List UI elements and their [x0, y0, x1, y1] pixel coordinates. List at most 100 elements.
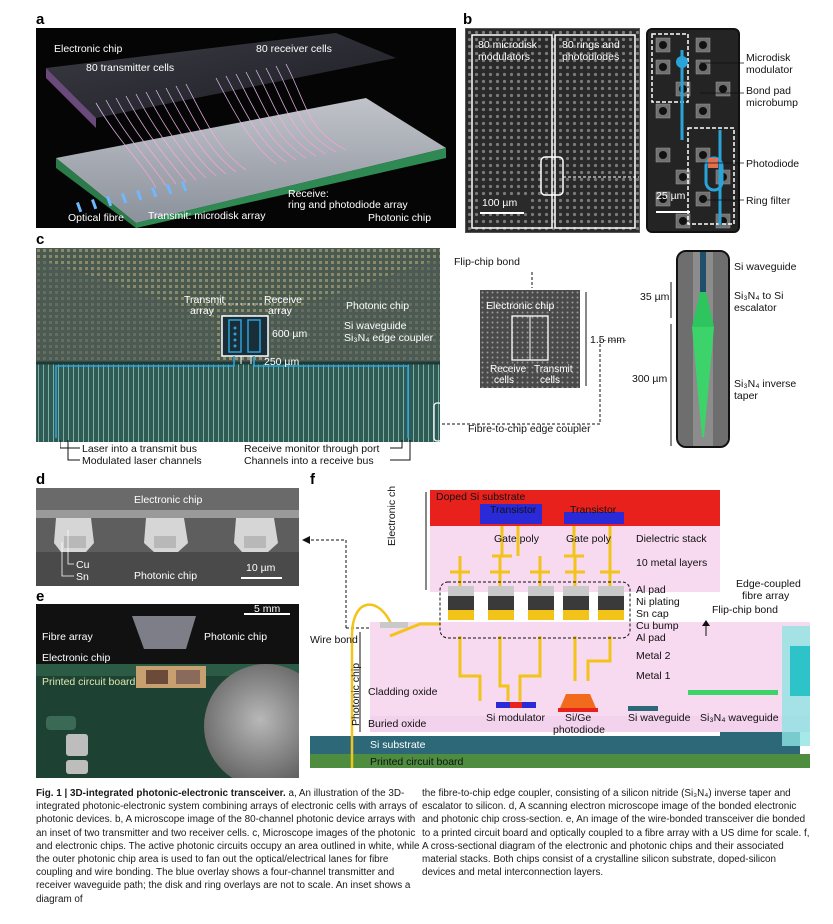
panel-a-illustration: Electronic chip 80 transmitter cells 80 …: [36, 28, 456, 228]
label-dim-600: 600 µm: [272, 328, 308, 340]
label-rings: 80 rings and: [562, 39, 620, 51]
label-si-waveguide-c: Si waveguide: [344, 320, 407, 332]
panel-label-f: f: [310, 471, 315, 488]
label-si-substrate: Si substrate: [370, 739, 426, 751]
panel-b-micrograph: 80 microdisk modulators 80 rings and pho…: [465, 28, 640, 233]
sin-waveguide-shape: [688, 690, 778, 695]
label-cu: Cu: [76, 559, 90, 571]
label-dielectric: Dielectric stack: [636, 533, 707, 545]
label-scale-10: 10 µm: [246, 562, 276, 574]
photodiode-shape: [560, 694, 596, 708]
cladding-oxide: [370, 622, 810, 732]
label-si-modulator: Si modulator: [486, 712, 545, 724]
label-receive-2: ring and photodiode array: [288, 199, 408, 211]
si-waveguide-core: [700, 252, 706, 292]
label-cladding-oxide: Cladding oxide: [368, 686, 438, 698]
panel-f-cross-section: Doped Si substrate Transistor Transistor…: [310, 486, 810, 778]
pcb-layer: [310, 754, 810, 768]
label-taper-escalator-2: escalator: [734, 302, 777, 314]
board-photo: [36, 604, 299, 778]
flip-chip-outline: [439, 581, 631, 639]
taper-diagram: [678, 252, 728, 446]
panel-label-e: e: [36, 588, 45, 605]
label-gate-poly-2: Gate poly: [566, 533, 611, 545]
label-receiver-cells: 80 receiver cells: [256, 43, 332, 55]
label-buried-oxide: Buried oxide: [368, 718, 427, 730]
label-dim-250: 250 µm: [264, 356, 300, 368]
label-fibre-coupler: Fibre-to-chip edge coupler: [468, 423, 591, 435]
channel-brackets: [60, 440, 411, 461]
label-al-pad: Al pad: [636, 584, 666, 596]
panel-label-a: a: [36, 11, 45, 28]
label-transistor: Transistor: [490, 504, 537, 516]
edge-coupler-dashed-link: [442, 340, 626, 425]
electronic-chip-top: [46, 33, 396, 118]
cell-inset-image: [648, 30, 738, 231]
label-electronic-chip-c: Electronic chip: [486, 300, 555, 312]
escalator: [692, 292, 714, 327]
label-receive-2: Channels into a receive bus: [244, 455, 374, 467]
label-microdisk-modulator: Microdisk: [746, 52, 791, 64]
dime-coin: [204, 664, 299, 778]
inset-box: [540, 156, 564, 196]
label-dim-300: 300 µm: [632, 373, 668, 385]
panel-b-leader-lines: [700, 62, 744, 201]
label-scale-100: 100 µm: [482, 197, 518, 209]
label-cu-bump: Cu bump: [636, 620, 679, 632]
label-doped-si: Doped Si substrate: [436, 491, 526, 503]
label-sige: Si/Ge: [565, 712, 592, 724]
si-substrate: [310, 736, 720, 754]
label-ring-filter: Ring filter: [746, 195, 791, 207]
transmit-waveguide: [55, 356, 235, 438]
microdisk-marker: [676, 56, 688, 68]
label-microdisk-modulators: 80 microdisk: [478, 39, 537, 51]
label-photonic-chip-e: Photonic chip: [204, 631, 268, 643]
inverse-taper: [692, 327, 714, 437]
chip-illustration: [36, 28, 456, 228]
label-transmit-array-2: array: [190, 305, 214, 317]
label-transmit-cells: Transmit: [534, 364, 573, 375]
label-sige-2: photodiode: [553, 724, 605, 736]
panel-label-c: c: [36, 231, 45, 248]
label-photodiode: Photodiode: [746, 158, 800, 170]
label-taper-si-waveguide: Si waveguide: [734, 261, 797, 273]
microdisk-outline: [471, 34, 553, 229]
label-transmit-cells-2: cells: [540, 375, 561, 386]
label-wire-bond: Wire bond: [310, 634, 358, 646]
label-si-waveguide-f: Si waveguide: [628, 712, 691, 724]
label-taper-inverse-2: taper: [734, 390, 758, 402]
label-electronic-chip-e: Electronic chip: [42, 652, 111, 664]
label-metal-1: Metal 1: [636, 670, 671, 682]
label-transmit-array: Transmit: [184, 294, 225, 306]
label-scale-25: 25 µm: [656, 190, 686, 202]
label-photonic-chip-d: Photonic chip: [134, 570, 198, 582]
label-edge-coupled-2: fibre array: [742, 590, 790, 602]
label-sn-cap: Sn cap: [636, 608, 669, 620]
label-electronic-chip-d: Electronic chip: [134, 494, 203, 506]
panel-label-b: b: [463, 11, 473, 28]
label-metal-2: Metal 2: [636, 650, 671, 662]
label-taper-escalator: Si₃N₄ to Si: [734, 290, 784, 302]
label-dim-1-5: 1.5 mm: [590, 334, 626, 346]
label-receive-cells: Receive: [490, 364, 527, 375]
taper-dim-bars: [670, 282, 672, 446]
wire-bundles: [95, 63, 347, 189]
label-taper-inverse: Si₃N₄ inverse: [734, 378, 797, 390]
label-receive: Receive:: [288, 188, 329, 200]
bump-sn: [64, 536, 266, 548]
photonic-chip-image: [36, 248, 440, 442]
si-waveguide-shape: [628, 706, 658, 711]
panel-d-sem: Electronic chip Photonic chip Cu Sn 10 µ…: [36, 488, 299, 586]
label-electronic-chip-f: Electronic chip: [386, 486, 398, 546]
label-sin-waveguide-f: Si₃N₄ waveguide: [700, 712, 779, 724]
panel-c-electronic-chip: Electronic chip Receive cells Transmit c…: [480, 290, 580, 388]
panel-b-inset: 25 µm: [646, 28, 740, 233]
panel-c-edge-coupler-diagram: [676, 250, 730, 448]
caption-left-text: a, An illustration of the 3D-integrated …: [36, 788, 420, 905]
label-receive-cells-2: cells: [494, 375, 515, 386]
sem-cross-section: [36, 488, 299, 586]
label-dim-35: 35 µm: [640, 291, 670, 303]
label-metal-layers: 10 metal layers: [636, 557, 708, 569]
fibre-array-shape: [132, 616, 196, 649]
label-photonic-chip-c: Photonic chip: [346, 300, 410, 312]
